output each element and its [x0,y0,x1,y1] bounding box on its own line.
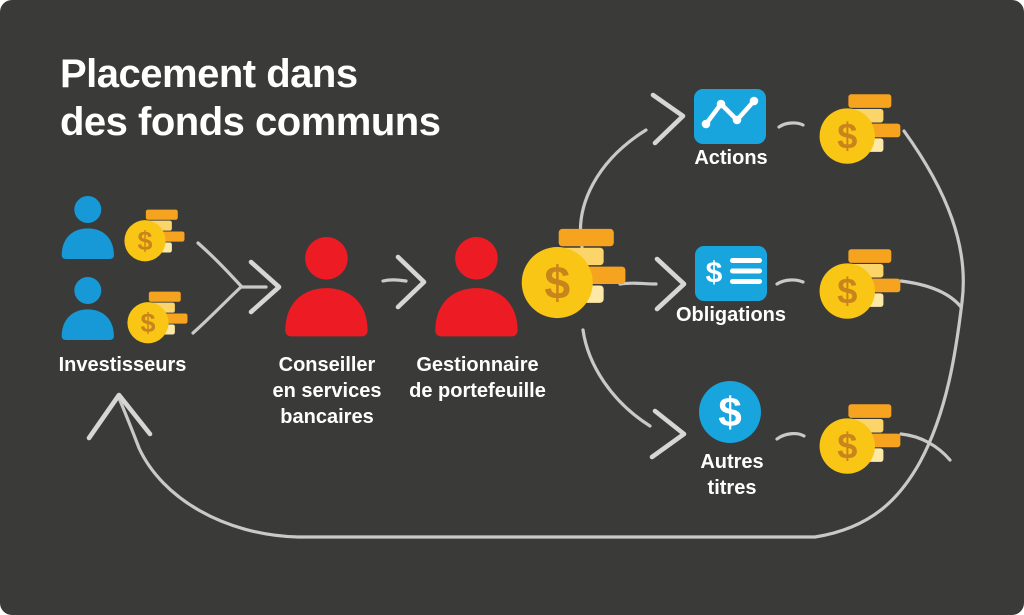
arrow-return-loop [117,129,965,539]
chart-dot [749,96,759,106]
advisor-label-line: Conseiller [278,354,376,376]
arrow-fund-to-other [581,328,652,428]
investor-coins-icon [124,209,185,262]
investors-group [61,196,188,344]
investor-icon [61,196,114,259]
arrowhead-to-actions [650,92,686,146]
pooled-fund-coins-icon [521,228,626,319]
other-securities-label-line: titres [707,477,757,499]
other-securities-label: Autres titres [672,449,792,501]
actions-coins-icon [819,94,901,164]
arrowhead-to-obligations [654,256,687,312]
arrowhead-to-investors [86,392,153,441]
other-securities-tile: $ [699,381,761,443]
arrowhead-to-other [649,408,687,460]
arrow-investor-top-merge [196,241,243,288]
arrow-advisor-to-manager-shaft [381,278,408,283]
chart-dot [701,119,711,129]
manager-label-line: Gestionnaire [416,354,539,376]
actions-tile [694,89,766,144]
manager-icon [435,237,518,337]
statement-line [730,258,762,263]
actions-label: Actions [694,147,768,169]
arrowhead-to-advisor [248,259,282,315]
flow-arrows [86,92,965,539]
page-title: Placement dans des fonds communs [60,50,441,146]
chart-dot [716,99,726,109]
title-line: des fonds communs [60,100,441,144]
line-chart-icon [694,89,766,144]
dash-obligations-to-coins [775,278,805,286]
investor-coins-icon [127,291,188,344]
investors-label: Investisseurs [58,354,187,376]
obligations-tile: $ [695,246,767,301]
other-securities-label-line: Autres [700,451,764,473]
chart-line [703,98,757,127]
statement-line [730,268,762,274]
dash-actions-to-coins [777,121,805,129]
arrow-fund-to-obligations [618,281,658,286]
chart-dot [732,115,742,125]
arrow-investor-bottom-merge [191,285,243,335]
obligations-label: Obligations [676,304,786,326]
advisor-label-line: bancaires [280,406,374,428]
arrowhead-to-manager [395,254,427,310]
advisor-label: Conseiller en services bancaires [247,352,407,430]
dollar-sign: $ [718,389,741,436]
investor-icon [61,277,114,340]
statement-line [730,279,762,284]
dollar-circle-icon [699,381,761,443]
obligations-coins-icon [819,249,901,319]
advisor-icon [285,237,368,337]
arrow-other-join-return [899,432,952,462]
other-coins-icon [819,404,901,474]
manager-label-line: de portefeuille [409,380,546,402]
manager-label: Gestionnaire de portefeuille [385,352,570,404]
title-line: Placement dans [60,52,358,96]
dollar-sign: $ [706,257,723,290]
dash-other-to-coins [775,432,806,441]
arrow-obligations-join-return [899,279,963,309]
advisor-label-line: en services [272,380,382,402]
